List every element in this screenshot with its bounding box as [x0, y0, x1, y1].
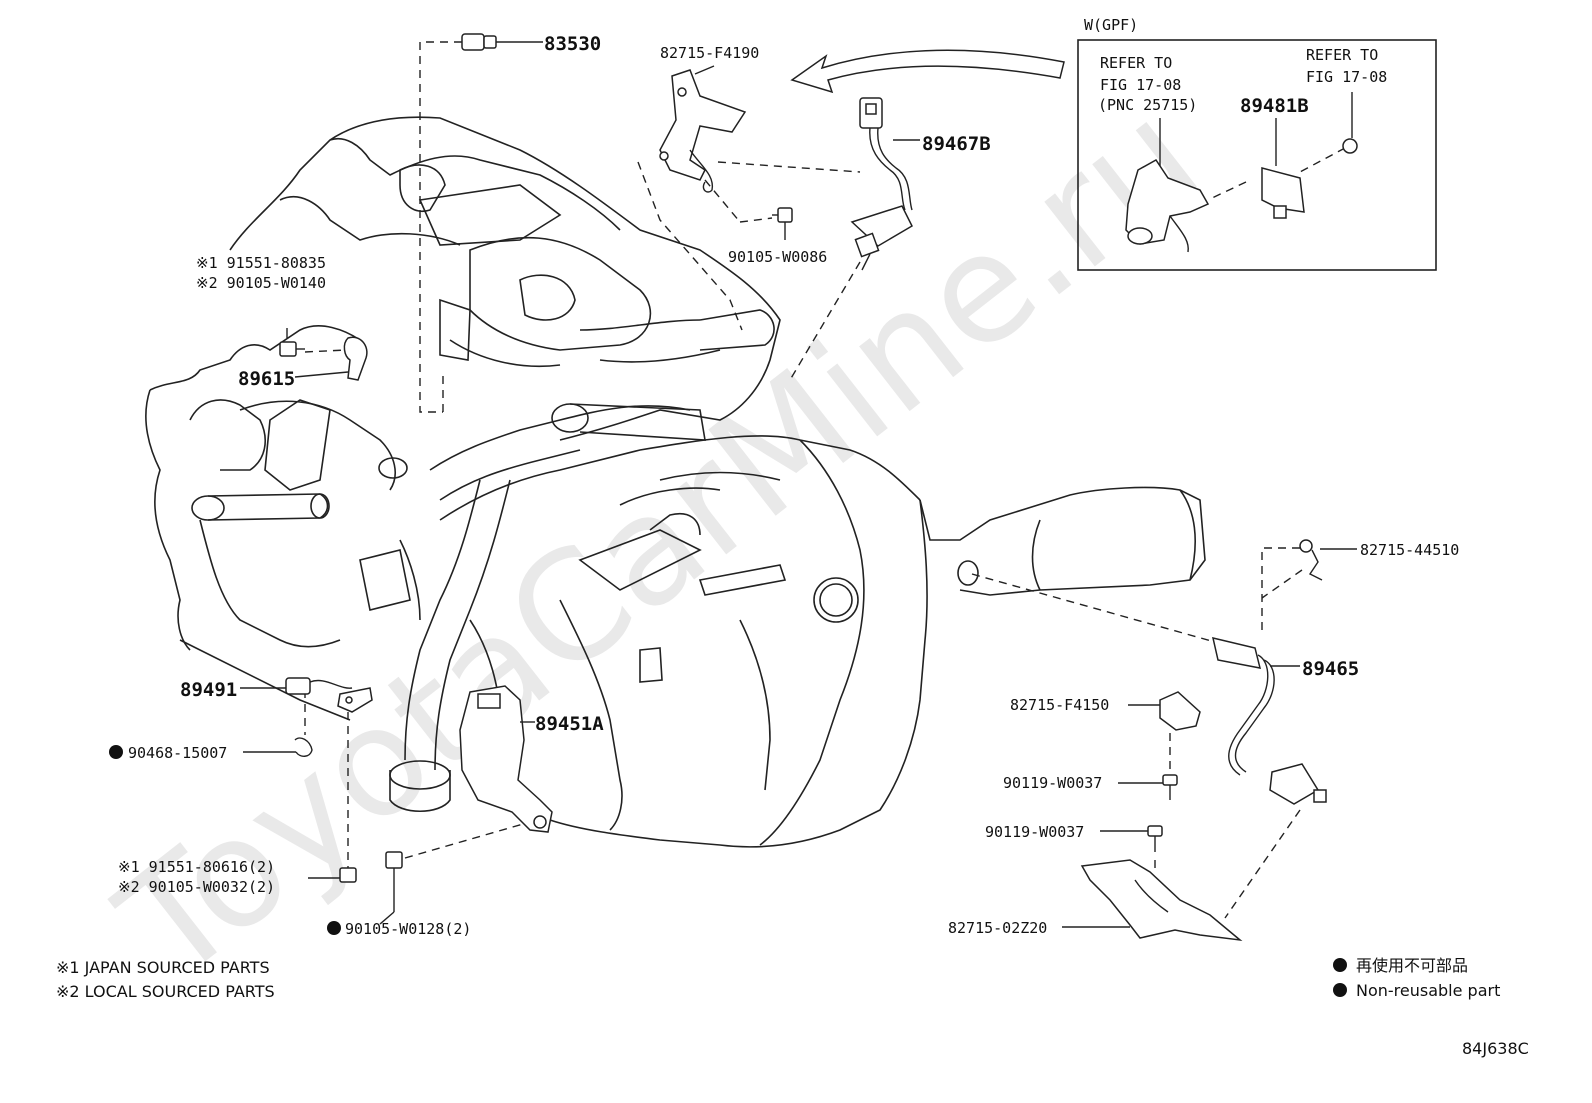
inset-wgpf: [1077, 39, 1437, 271]
part-90119-W0037-a-shape: [1118, 774, 1178, 800]
legend: 再使用不可部品 Non-reusable part: [1333, 956, 1500, 1000]
label-90119-W0037-a[interactable]: 90119-W0037: [1003, 774, 1102, 792]
part-89615-shape: [279, 328, 368, 381]
footnote-local: ※2 LOCAL SOURCED PARTS: [56, 982, 275, 1001]
inset-labels: W(GPF) REFER TO FIG 17-08 (PNC 25715) RE…: [1084, 16, 1387, 117]
figure-code: 84J638C: [1462, 1039, 1529, 1058]
part-bottom-bolt-b: [379, 851, 403, 925]
part-90119-W0037-b-shape: [1100, 825, 1163, 852]
part-89451A-shape: [459, 685, 553, 833]
inset-refer-left-2: FIG 17-08: [1100, 76, 1181, 94]
label-89465[interactable]: 89465: [1302, 658, 1359, 680]
dashed-leaders: [304, 41, 1346, 919]
label-90468-15007[interactable]: 90468-15007: [128, 744, 227, 762]
label-90105-W0128[interactable]: 90105-W0128(2): [345, 920, 471, 938]
inset-refer-right-1: REFER TO: [1306, 46, 1378, 64]
label-83530[interactable]: 83530: [544, 33, 601, 55]
part-83530-shape: [461, 33, 543, 51]
label-89481B[interactable]: 89481B: [1240, 95, 1309, 117]
part-89467B-shape: [850, 97, 920, 271]
label-91551-80835[interactable]: ※1 91551-80835: [196, 254, 326, 272]
legend-jp: 再使用不可部品: [1356, 956, 1468, 975]
inset-refer-left-1: REFER TO: [1100, 54, 1172, 72]
inset-refer-left-3: (PNC 25715): [1098, 96, 1197, 114]
non-reusable-marker-90468: [109, 745, 123, 759]
part-bottom-bolt-a: [308, 867, 357, 883]
part-82715-F4190-shape: [659, 65, 747, 193]
label-89615[interactable]: 89615: [238, 368, 295, 390]
label-89451A[interactable]: 89451A: [535, 713, 604, 735]
inset-arrow: [790, 49, 1065, 94]
label-90119-W0037-b[interactable]: 90119-W0037: [985, 823, 1084, 841]
part-90105-W0086-shape: [772, 207, 793, 240]
label-82715-02Z20[interactable]: 82715-02Z20: [948, 919, 1047, 937]
label-91551-80616[interactable]: ※1 91551-80616(2): [118, 858, 275, 876]
inset-title: W(GPF): [1084, 16, 1138, 34]
label-89467B[interactable]: 89467B: [922, 133, 991, 155]
label-90105-W0032[interactable]: ※2 90105-W0032(2): [118, 878, 275, 896]
part-82715-02Z20-shape: [1062, 859, 1243, 942]
legend-en: Non-reusable part: [1356, 981, 1500, 1000]
legend-bullet-en: [1333, 983, 1347, 997]
legend-bullet-jp: [1333, 958, 1347, 972]
label-82715-F4190[interactable]: 82715-F4190: [660, 44, 759, 62]
part-82715-F4150-shape: [1128, 691, 1201, 731]
part-labels: 83530 82715-F4190 89467B 90105-W0086 ※1 …: [109, 33, 1459, 938]
footnote-japan: ※1 JAPAN SOURCED PARTS: [56, 958, 270, 977]
label-90105-W0140[interactable]: ※2 90105-W0140: [196, 274, 326, 292]
part-89491-shape: [240, 677, 373, 713]
part-82715-44510-shape: [1299, 539, 1357, 581]
engine-assembly: [145, 116, 1206, 848]
part-90468-15007-shape: [243, 737, 313, 757]
label-82715-F4150[interactable]: 82715-F4150: [1010, 696, 1109, 714]
footnotes: ※1 JAPAN SOURCED PARTS ※2 LOCAL SOURCED …: [56, 958, 275, 1001]
part-89465-shape: [1212, 636, 1327, 805]
inset-refer-right-2: FIG 17-08: [1306, 68, 1387, 86]
label-89491[interactable]: 89491: [180, 679, 237, 701]
label-82715-44510[interactable]: 82715-44510: [1360, 541, 1459, 559]
label-90105-W0086[interactable]: 90105-W0086: [728, 248, 827, 266]
non-reusable-marker-90105-W0128: [327, 921, 341, 935]
